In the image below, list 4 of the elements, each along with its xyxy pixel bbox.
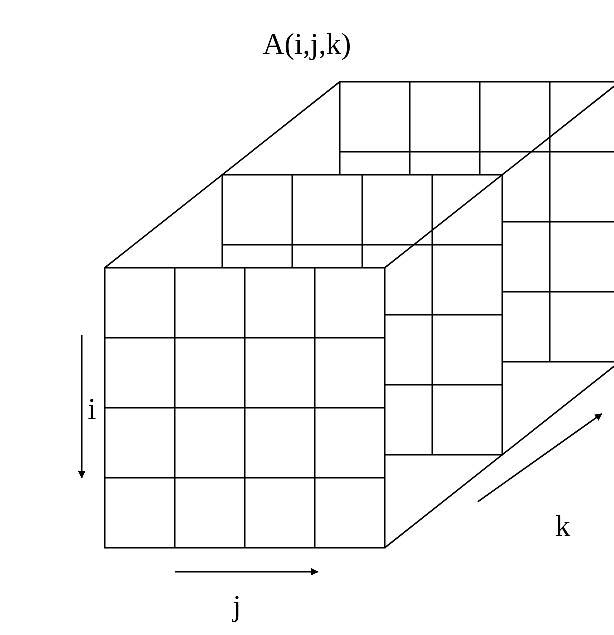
axis-label: i <box>88 395 96 425</box>
diagram-title: A(i,j,k) <box>263 30 352 60</box>
axis-label: j <box>233 592 242 622</box>
axis-label: k <box>556 512 570 542</box>
